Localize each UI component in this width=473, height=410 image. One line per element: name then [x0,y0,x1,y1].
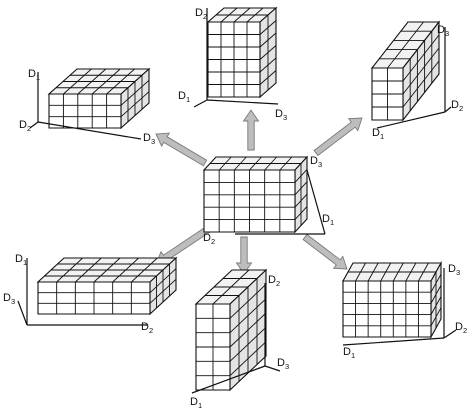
top-left-cuboid-side-face-grid-line [120,91,150,118]
top-cuboid-side-face-grid-line [259,20,277,35]
bottom-right-axes [342,268,457,346]
top-left-cuboid-side-face-grid-line [120,79,150,106]
labels-group: D3 D1 D2 D1 D2 D3 D2 D1 D3 D3 D2 D1 D1 D… [3,7,467,410]
arrow-to-bottom-right [302,233,348,270]
top-right-label-top: D3 [437,24,449,38]
bottom-label-right: D3 [277,357,289,371]
bottom-left-cuboid-side-face-grid-line [149,279,177,304]
bottom-right-label-top: D3 [448,263,460,277]
center-axes-line [306,169,326,235]
top-left-axes-line [29,121,39,129]
bottom-right-axes-line [443,329,457,339]
bottom-label-top: D2 [268,274,280,288]
bottom-right-cuboid-side-face-grid-line [430,296,442,315]
top-left-label-top: D1 [28,68,40,82]
top-label-left: D1 [178,90,190,104]
bottom-cuboid-side-face-grid-line [229,312,267,348]
top-right-cuboid-side-face-grid-line [402,47,440,95]
arrow-to-top-left [155,132,208,167]
center-axes [235,169,326,235]
arrow-to-bottom [235,236,253,275]
top-cuboid-side-face-grid-line [259,70,277,85]
bottom-left-label-top: D1 [15,253,27,267]
bottom-right-label-bottom: D1 [343,346,355,360]
top-right-axes-line [444,106,452,113]
top-right-cuboid-side-face-grid-line [402,34,440,82]
bottom-cuboid-side-face-grid-line [229,284,267,319]
top-cuboid-side-face-grid-line [259,57,277,73]
center-label-bottom: D2 [203,232,215,246]
arrow-to-top [242,109,260,151]
bottom-label-bottom: D1 [190,396,202,410]
top-left-axes-line [37,121,142,140]
top-axes [193,8,279,108]
center-cuboid-side-face-grid-line [294,169,308,183]
center-cuboid [202,155,309,234]
center-cuboid-side-face-grid-line [294,181,308,196]
bottom-axes-line [191,365,266,394]
arrow-to-top-right [313,117,363,157]
top-right-label-right: D2 [451,99,463,113]
bottom-right-cuboid [342,260,442,340]
top-left-axes [29,72,142,140]
center-cuboid-side-face-grid-line [294,193,308,208]
bottom-right-cuboid-side-face-grid-line [430,285,442,304]
bottom-right-axes-line [342,337,445,346]
top-cuboid-side-face-grid-line [259,32,277,48]
top-right-axes [376,27,452,129]
axes-group [17,8,457,394]
top-label-top: D2 [195,7,207,21]
top-left-label-bottom: D3 [143,132,155,146]
top-right-axes-line [376,111,446,129]
top-left-cuboid-front-face [48,93,122,129]
bottom-left-axes [17,258,148,326]
bottom-right-cuboid-side-face-grid-line [430,273,442,293]
bottom-axes [191,283,281,394]
bottom-right-cuboid-side-face-grid-line [430,307,442,327]
top-right-label-bottom: D1 [372,127,384,141]
bottom-cuboid-side-face-grid-line [229,341,267,376]
bottom-left-label-left: D3 [3,292,15,306]
arrows-group [155,109,363,275]
top-axes-line [206,99,279,105]
top-right-cuboid-top-face-grid-line [387,21,424,69]
top-cuboid-side-face-grid-line [259,45,277,60]
top-left-label-left: D2 [19,119,31,133]
top-left-cuboid [47,67,151,130]
top-cuboid [206,6,278,99]
bottom-right-label-right: D2 [455,321,467,335]
center-cuboid-side-face-grid-line [294,206,308,220]
bottom-cuboid-side-face-grid-line [229,327,267,362]
bottom-right-cuboid-front-face [342,280,432,338]
top-right-cuboid-side-face-grid-line [402,60,440,108]
bottom-left-cuboid-side-face-grid-line [149,268,177,293]
bottom-cuboid-side-face-grid-line [229,298,267,333]
cubes-group [36,6,442,392]
center-label-right: D3 [310,155,322,169]
bottom-cuboid [194,268,268,392]
bottom-left-axes-line [17,300,28,326]
bottom-left-cuboid [36,256,178,316]
center-label-bottom-right: D1 [322,213,334,227]
top-right-cuboid [370,20,441,122]
top-axes-line [193,99,208,108]
top-label-bottom: D3 [275,108,287,122]
bottom-axes-line [264,365,281,372]
bottom-left-label-bottom: D2 [141,321,153,335]
